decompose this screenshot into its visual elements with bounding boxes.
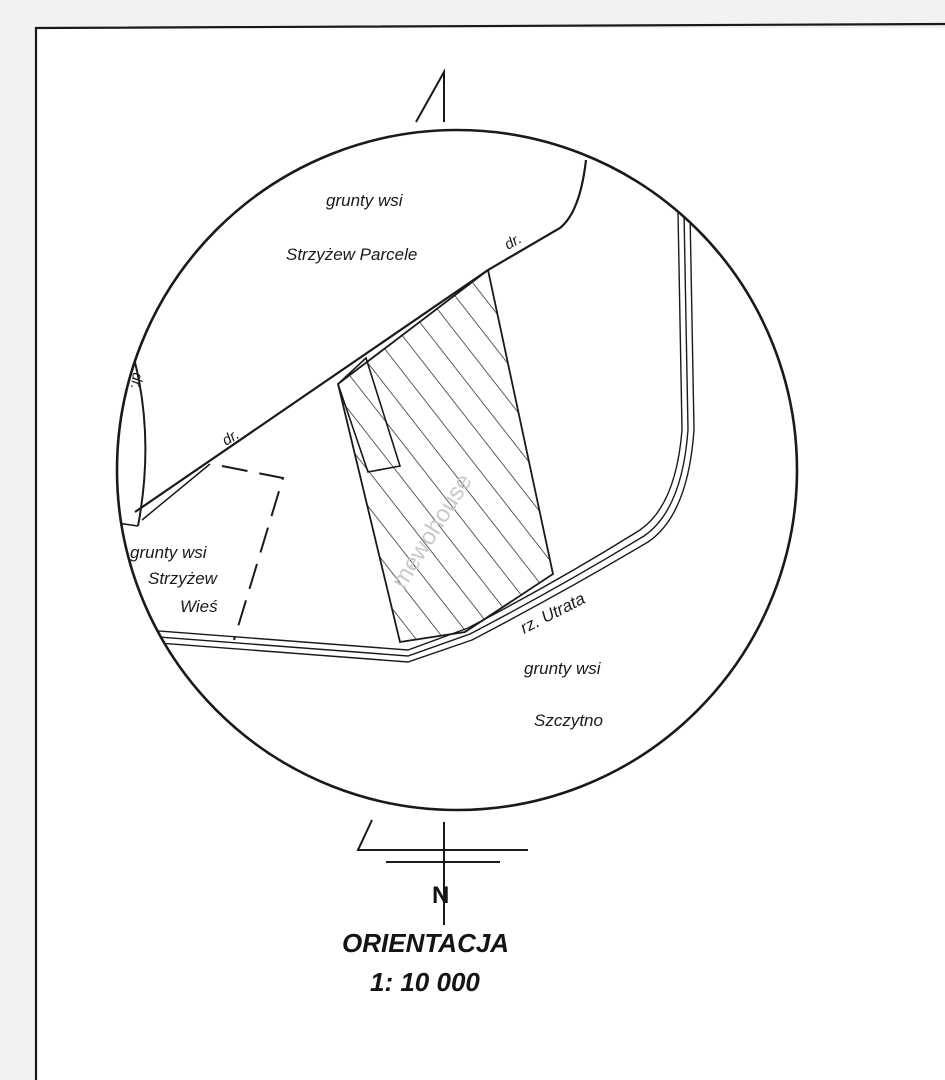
legend-scale: 1: 10 000 <box>370 967 480 997</box>
road-main-edge <box>141 463 211 521</box>
river-utrata <box>119 211 695 663</box>
building-outline <box>337 356 402 473</box>
north-letter: N <box>432 882 449 909</box>
label-north-area-2: Strzyżew Parcele <box>286 245 417 264</box>
label-road-2: dr. <box>219 426 242 449</box>
label-west-area-1: grunty wsi <box>130 543 208 562</box>
orientation-circle <box>115 128 799 812</box>
label-south-area-2: Szczytno <box>534 711 603 730</box>
north-arrow-top <box>415 68 445 123</box>
label-road-3: dr. <box>127 371 146 390</box>
map-frame <box>34 22 945 1080</box>
label-west-area-2: Strzyżew <box>148 569 219 588</box>
label-north-area-1: grunty wsi <box>326 191 404 210</box>
label-south-area-1: grunty wsi <box>524 659 602 678</box>
road-west-stub <box>117 519 139 527</box>
label-road-1: dr. <box>502 230 525 253</box>
hatched-parcel <box>336 268 555 644</box>
dashed-boundary <box>221 465 285 641</box>
road-main <box>134 159 588 513</box>
label-west-area-3: Wieś <box>180 597 218 616</box>
legend-title: ORIENTACJA <box>342 928 509 958</box>
